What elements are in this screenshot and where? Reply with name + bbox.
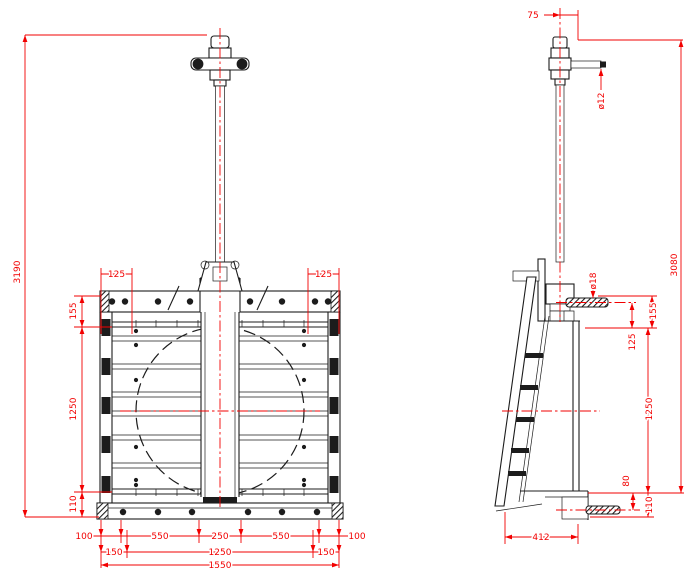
top-rail-bolts	[108, 298, 332, 305]
dim-side-pin-bottom-offset: 80	[622, 475, 632, 487]
dim-side-top-band: 155	[649, 302, 659, 319]
centerlines	[120, 8, 640, 511]
dim-front-overall-width: 1550	[209, 561, 232, 571]
weld-mark-right	[256, 285, 269, 311]
side-dimensions: 75 ø12 3080 ø18 155 125 1250 80	[504, 10, 684, 545]
dim-front-chain-3: 550	[272, 532, 289, 542]
dim-front-chain-1: 550	[151, 532, 168, 542]
dim-side-pin-top-offset: 125	[628, 333, 638, 350]
dim-front-flange-offset-left: 125	[108, 270, 125, 280]
side-t-handle-icon	[548, 36, 606, 86]
dim-front-bottom-band: 110	[69, 495, 79, 512]
dim-front-inner-chain-0: 150	[105, 548, 122, 558]
dim-side-pin-top-diameter: ø18	[589, 272, 599, 289]
dim-side-opening-height: 1250	[645, 397, 655, 420]
ladder-ribs	[508, 353, 543, 476]
dim-front-opening-height: 1250	[69, 397, 79, 420]
side-frame-wall	[520, 321, 589, 520]
dim-front-chain-0: 100	[75, 532, 92, 542]
dim-front-flange-offset-right: 125	[315, 270, 332, 280]
weld-mark-left	[167, 285, 180, 311]
dim-side-depth: 412	[532, 533, 549, 543]
rail-slots	[101, 319, 339, 493]
dim-side-overall-height: 3080	[670, 253, 680, 276]
side-rails	[99, 312, 341, 503]
dim-side-handle-diameter: ø12	[597, 93, 607, 110]
dim-side-bottom-band: 110	[645, 496, 655, 513]
dim-front-top-band: 155	[69, 302, 79, 319]
dim-front-inner-chain-2: 150	[317, 548, 334, 558]
dim-front-inner-chain-1: 1250	[209, 548, 232, 558]
dim-front-chain-4: 100	[348, 532, 365, 542]
edge-ticks	[135, 320, 305, 496]
dim-side-stem-offset: 75	[527, 11, 538, 21]
inner-bolt-dots	[133, 328, 307, 488]
front-dimensions: 3190 155 1250 110 125 125 100	[12, 34, 367, 573]
flange-bolts	[119, 508, 321, 516]
dim-front-chain-2: 250	[211, 532, 228, 542]
side-gate-panel	[494, 276, 550, 512]
dim-front-overall-height: 3190	[13, 260, 23, 283]
